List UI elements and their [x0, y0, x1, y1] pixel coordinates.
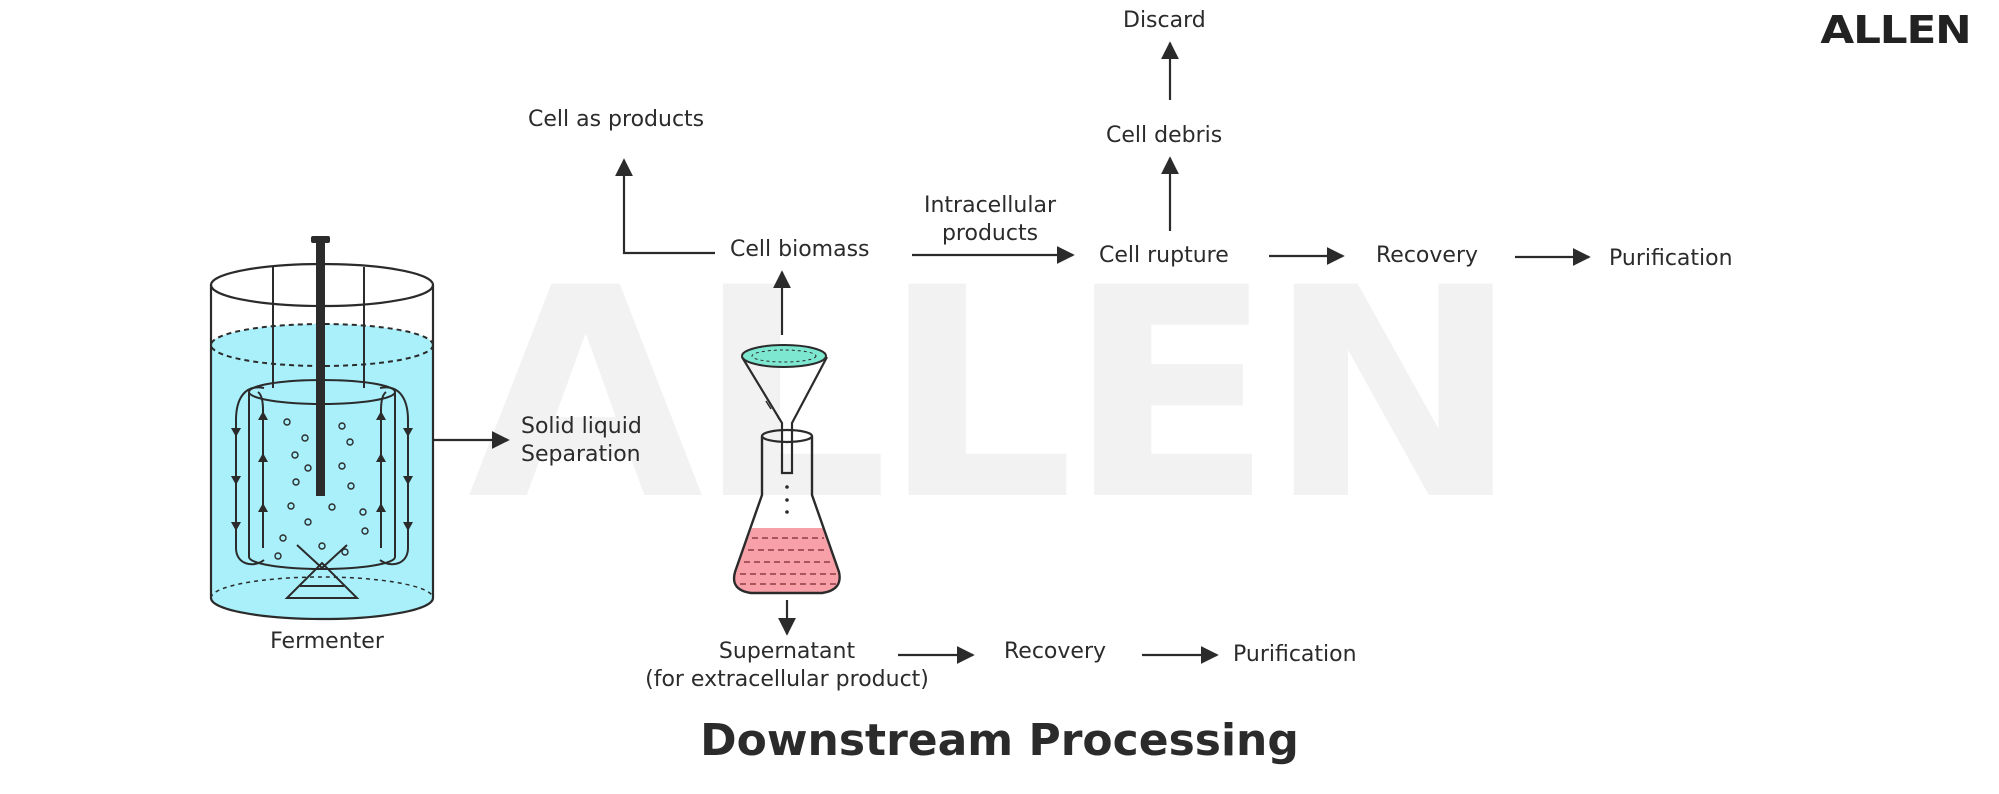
filtration-apparatus: [732, 344, 841, 595]
sparger: [284, 561, 360, 599]
label-solid-liquid-separation-line1: Solid liquid: [521, 414, 642, 439]
label-supernatant-line2: (for extracellular product): [645, 667, 929, 692]
label-discard: Discard: [1123, 8, 1206, 33]
diagram-title: Downstream Processing: [700, 715, 1299, 766]
filter-paper: [741, 344, 827, 368]
brand-logo: ALLEN: [1820, 8, 1972, 52]
label-intracellular-products-line2: products: [941, 221, 1039, 246]
label-cell-debris: Cell debris: [1106, 123, 1223, 148]
flow-arrows: [433, 41, 1591, 664]
flask-liquid-dashes: [740, 537, 836, 585]
watermark-logo: ALLEN: [468, 227, 1513, 564]
label-cell-rupture: Cell rupture: [1099, 243, 1229, 268]
flask-liquid: [734, 528, 840, 593]
label-cell-biomass: Cell biomass: [730, 237, 870, 262]
agitator-shaft: [316, 240, 325, 496]
air-bubbles: [274, 418, 369, 560]
label-recovery-top: Recovery: [1376, 243, 1479, 268]
flow-arrowheads: [231, 411, 413, 531]
label-solid-liquid-separation-line2: Separation: [521, 442, 641, 467]
erlenmeyer-flask: [732, 436, 841, 595]
label-cell-as-products: Cell as products: [528, 107, 705, 132]
label-purification-bottom: Purification: [1233, 642, 1357, 667]
label-recovery-bottom: Recovery: [1004, 639, 1107, 664]
fermenter-vessel: [209, 236, 435, 621]
arrow-biomass-to-cell-products: [615, 158, 715, 255]
funnel: [741, 356, 828, 475]
label-supernatant-line1: Supernatant: [718, 639, 856, 664]
label-purification-top: Purification: [1609, 246, 1733, 271]
drops: [765, 400, 789, 514]
label-intracellular-products-line1: Intracellular: [923, 193, 1057, 218]
label-fermenter: Fermenter: [270, 629, 384, 654]
